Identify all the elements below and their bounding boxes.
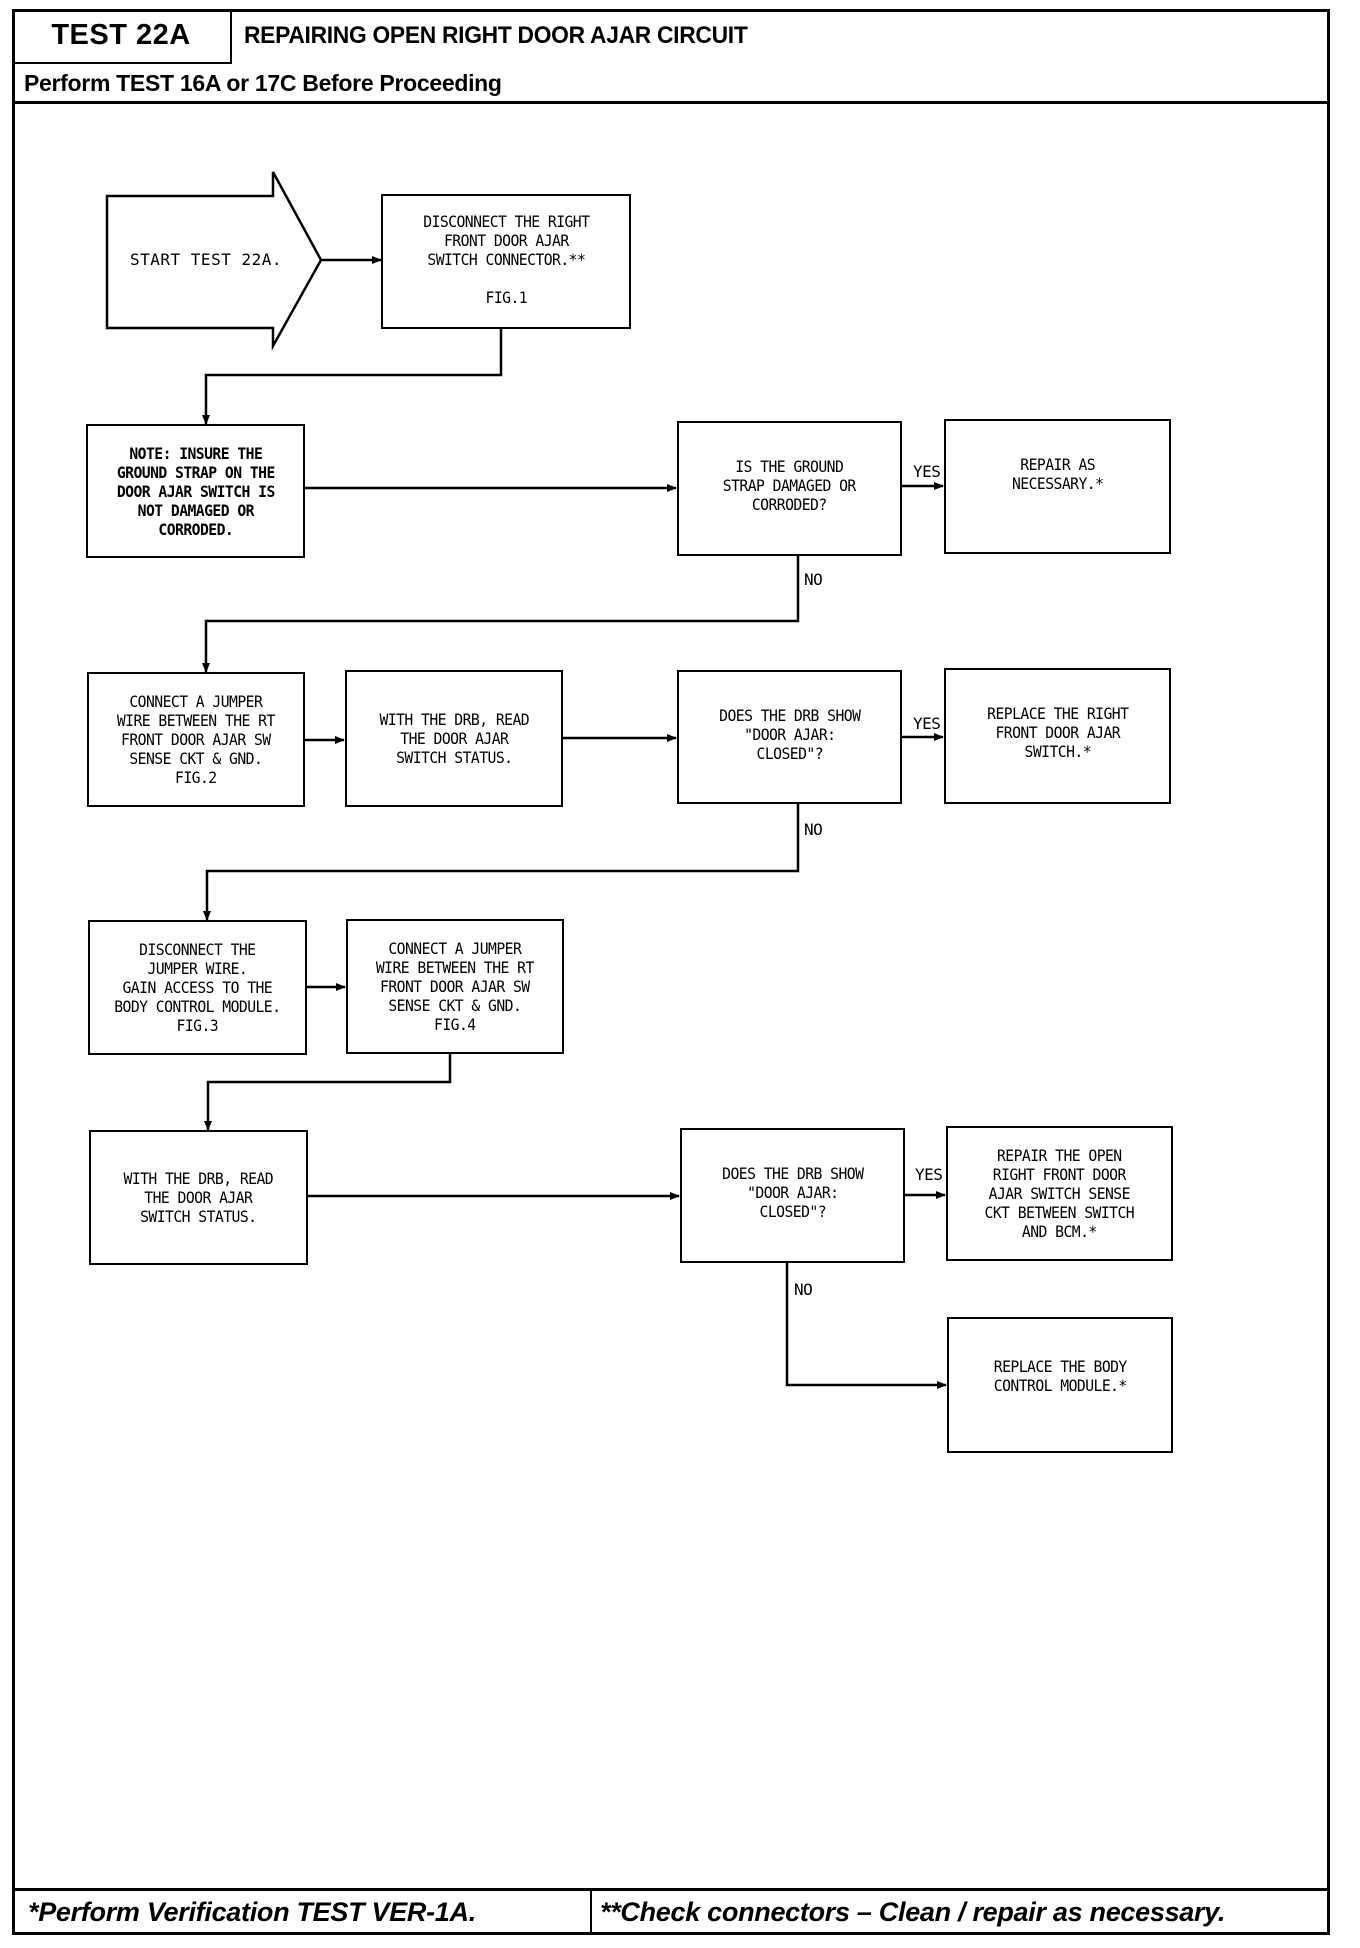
step-replace-bcm: REPLACE THE BODY CONTROL MODULE.* <box>947 1317 1173 1453</box>
no-label-2: NO <box>804 820 823 839</box>
step-text: DISCONNECT THE RIGHT FRONT DOOR AJAR SWI… <box>422 212 590 307</box>
step-read-status-1: WITH THE DRB, READ THE DOOR AJAR SWITCH … <box>345 670 563 807</box>
step-text: REPAIR AS NECESSARY.* <box>1011 455 1104 493</box>
footnote-check-connectors: **Check connectors – Clean / repair as n… <box>600 1896 1226 1927</box>
step-connect-jumper-1: CONNECT A JUMPER WIRE BETWEEN THE RT FRO… <box>87 672 305 807</box>
header-prerequisite-row <box>12 63 1330 104</box>
step-text: WITH THE DRB, READ THE DOOR AJAR SWITCH … <box>123 1169 274 1226</box>
step-connect-jumper-2: CONNECT A JUMPER WIRE BETWEEN THE RT FRO… <box>346 919 564 1054</box>
connector-question1-no <box>202 555 800 673</box>
step-text: CONNECT A JUMPER WIRE BETWEEN THE RT FRO… <box>376 939 534 1034</box>
step-text: DISCONNECT THE JUMPER WIRE. GAIN ACCESS … <box>114 940 281 1035</box>
decision-drb-closed-2: DOES THE DRB SHOW "DOOR AJAR: CLOSED"? <box>680 1128 905 1263</box>
step-read-status-2: WITH THE DRB, READ THE DOOR AJAR SWITCH … <box>89 1130 308 1265</box>
connector-question2-no <box>203 803 800 921</box>
connector-jumper2-to-read2 <box>204 1053 452 1131</box>
connector-disconnect-to-note <box>202 328 503 425</box>
test-id: TEST 22A <box>12 9 232 64</box>
connector-question3-no <box>785 1262 947 1389</box>
footer-divider <box>590 1888 592 1935</box>
page-frame <box>12 9 1330 1935</box>
footer-notes <box>12 1888 1330 1935</box>
note-ground-strap: NOTE: INSURE THE GROUND STRAP ON THE DOO… <box>86 424 305 558</box>
step-disconnect-switch: DISCONNECT THE RIGHT FRONT DOOR AJAR SWI… <box>381 194 631 329</box>
page-title: REPAIRING OPEN RIGHT DOOR AJAR CIRCUIT <box>244 22 748 49</box>
step-text: DOES THE DRB SHOW "DOOR AJAR: CLOSED"? <box>718 706 861 763</box>
no-label-1: NO <box>804 570 823 589</box>
decision-drb-closed-1: DOES THE DRB SHOW "DOOR AJAR: CLOSED"? <box>677 670 902 804</box>
step-text: REPLACE THE RIGHT FRONT DOOR AJAR SWITCH… <box>986 704 1129 761</box>
decision-ground-strap: IS THE GROUND STRAP DAMAGED OR CORRODED? <box>677 421 902 556</box>
yes-label-3: YES <box>915 1165 943 1184</box>
yes-label-1: YES <box>913 462 941 481</box>
yes-label-2: YES <box>913 714 941 733</box>
step-repair-as-necessary: REPAIR AS NECESSARY.* <box>944 419 1171 554</box>
step-text: DOES THE DRB SHOW "DOOR AJAR: CLOSED"? <box>721 1164 864 1221</box>
no-label-3: NO <box>794 1280 813 1299</box>
step-repair-open-circuit: REPAIR THE OPEN RIGHT FRONT DOOR AJAR SW… <box>946 1126 1173 1261</box>
start-arrow-shape <box>105 171 323 351</box>
prerequisite-note: Perform TEST 16A or 17C Before Proceedin… <box>24 69 502 96</box>
footnote-verification: *Perform Verification TEST VER-1A. <box>28 1896 476 1927</box>
step-text: REPAIR THE OPEN RIGHT FRONT DOOR AJAR SW… <box>984 1146 1135 1241</box>
step-replace-switch: REPLACE THE RIGHT FRONT DOOR AJAR SWITCH… <box>944 668 1171 804</box>
step-text: NOTE: INSURE THE GROUND STRAP ON THE DOO… <box>116 443 275 539</box>
step-text: CONNECT A JUMPER WIRE BETWEEN THE RT FRO… <box>117 692 275 787</box>
step-text: IS THE GROUND STRAP DAMAGED OR CORRODED? <box>723 457 857 514</box>
step-disconnect-jumper: DISCONNECT THE JUMPER WIRE. GAIN ACCESS … <box>88 920 307 1055</box>
step-text: WITH THE DRB, READ THE DOOR AJAR SWITCH … <box>379 710 529 767</box>
step-text: REPLACE THE BODY CONTROL MODULE.* <box>993 1357 1128 1395</box>
start-test-label: START TEST 22A. <box>130 250 282 269</box>
